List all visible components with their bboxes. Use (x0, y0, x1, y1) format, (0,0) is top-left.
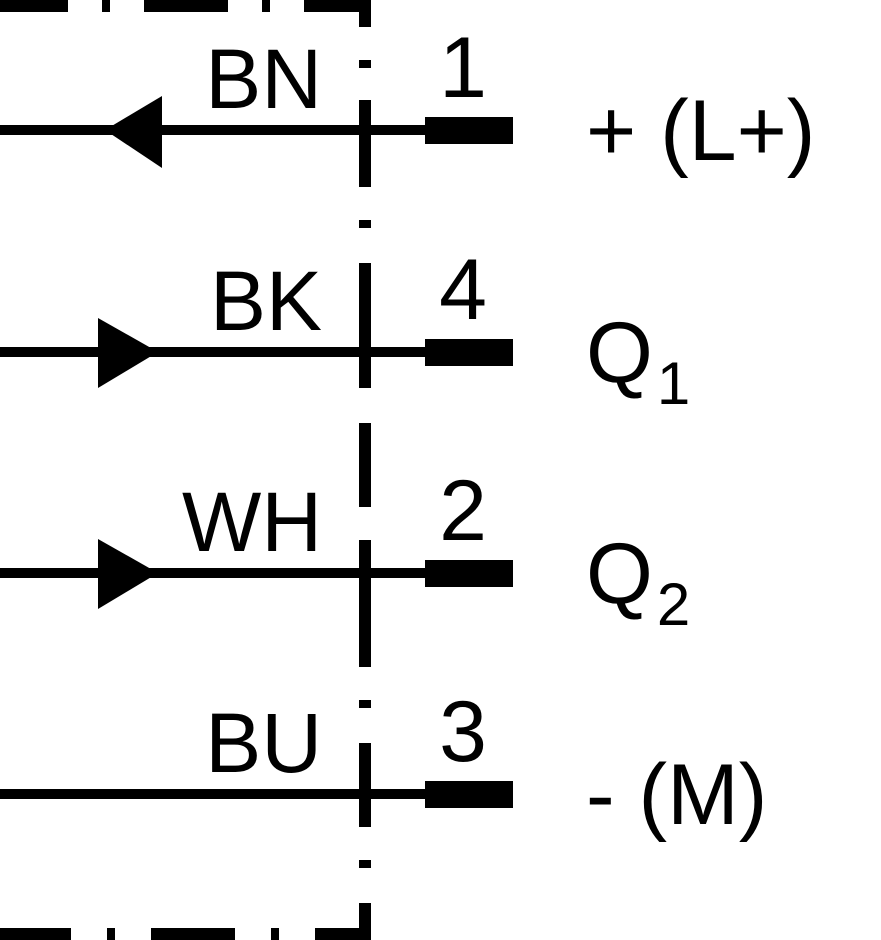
pin-number: 1 (439, 20, 487, 116)
signal-label: Q2 (586, 526, 690, 638)
signal-subscript: 2 (657, 571, 690, 638)
signal-name: + (L+) (586, 83, 815, 179)
signal-name: - (M) (586, 747, 767, 843)
signal-label: - (M) (586, 747, 767, 843)
wire-color-label: BU (205, 696, 322, 790)
pin-number: 3 (439, 684, 487, 780)
pin-number: 2 (439, 463, 487, 559)
signal-name: Q (586, 305, 653, 401)
signal-subscript: 1 (657, 350, 690, 417)
arrow-right-icon (98, 539, 158, 609)
terminal-pin (425, 339, 513, 366)
signal-label: + (L+) (586, 83, 815, 179)
pin-number: 4 (439, 242, 487, 338)
wire-color-label: WH (182, 475, 322, 569)
terminal-pin (425, 560, 513, 587)
wire-color-label: BN (205, 32, 322, 126)
pin-row: BN 1 + (L+) (0, 20, 815, 179)
wire-color-label: BK (210, 254, 322, 348)
terminal-pin (425, 117, 513, 144)
signal-name: Q (586, 526, 653, 622)
pin-row: BK 4Q1 (0, 242, 690, 417)
arrow-left-icon (105, 96, 162, 168)
pin-row: BU 3 - (M) (0, 684, 767, 843)
signal-label: Q1 (586, 305, 690, 417)
terminal-pin (425, 781, 513, 808)
arrow-right-icon (98, 318, 158, 388)
